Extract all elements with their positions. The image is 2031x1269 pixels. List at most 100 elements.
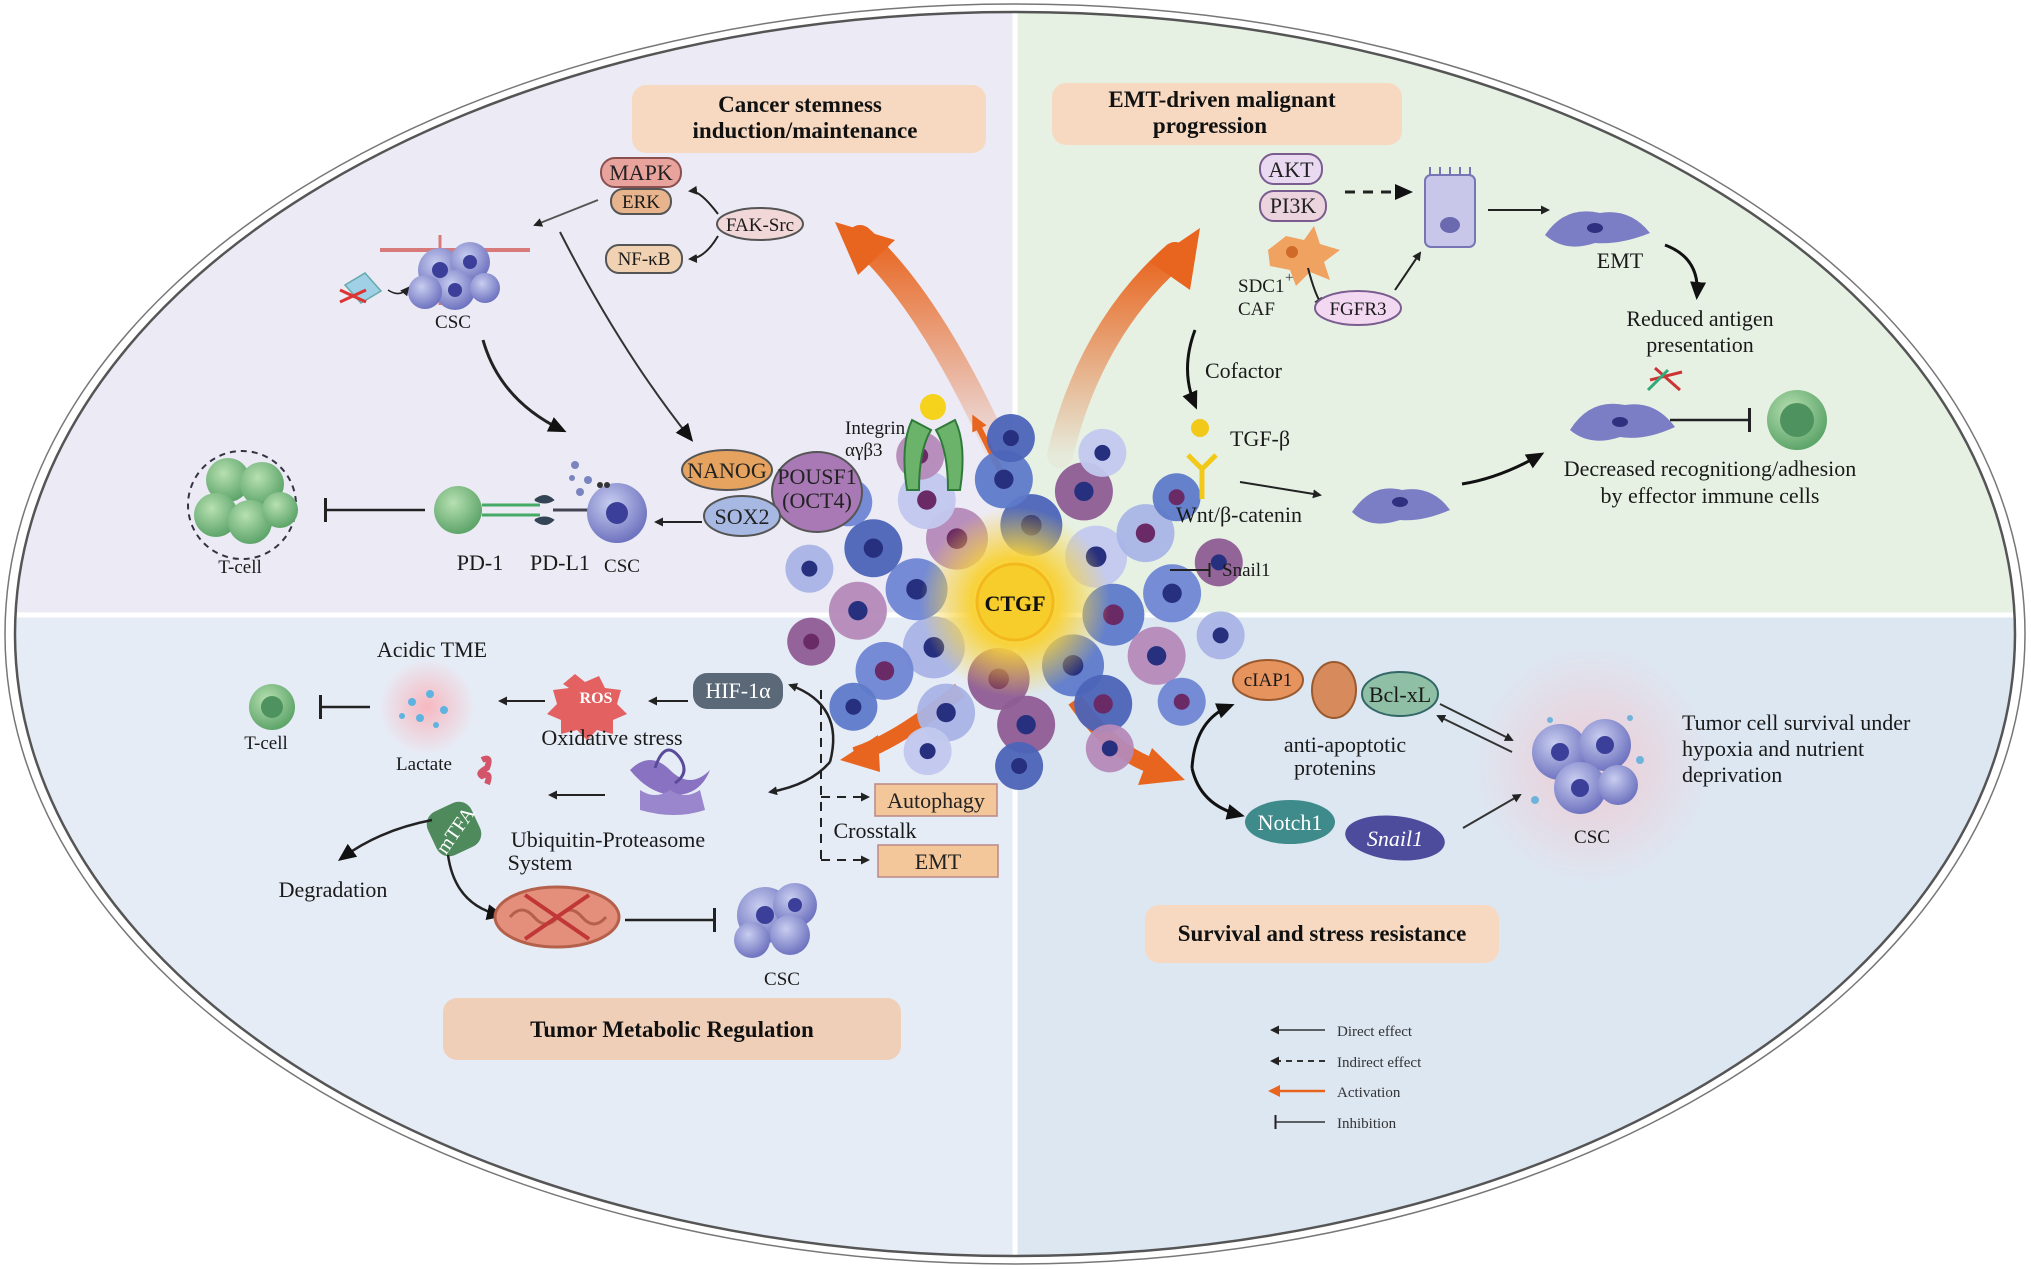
epithelial-cell (1424, 167, 1476, 248)
caf-label: CAF (1238, 299, 1275, 320)
outer-oval (13, 10, 2017, 1258)
title-q4: Survival and stress resistance (1145, 905, 1499, 963)
tcell-q3-label: T-cell (244, 733, 288, 754)
nfkb-pill: NF-κB (605, 244, 683, 274)
svg-text:induction/maintenance: induction/maintenance (693, 118, 918, 143)
tumor-cell-nucleus (1146, 646, 1167, 666)
csc-top-label: CSC (435, 312, 471, 333)
crosstalk-label: Crosstalk (833, 818, 916, 843)
tgfb-label: TGF-β (1230, 426, 1290, 451)
decreased-label-1: Decreased recognitiong/adhesion (1564, 456, 1857, 481)
survival-label-2: hypoxia and nutrient (1682, 736, 1864, 761)
tumor-cell-nucleus (1162, 583, 1182, 603)
sdc1-label: SDC1 (1238, 276, 1284, 297)
survival-label-3: deprivation (1682, 762, 1782, 787)
tcell-q3 (249, 684, 295, 730)
svg-text:ROS: ROS (580, 690, 613, 707)
integrin-label-1: Integrin (845, 418, 906, 439)
notch1-pill: Notch1 (1245, 800, 1335, 844)
tumor-cell-nucleus (1135, 523, 1156, 543)
caf-cell (1268, 226, 1340, 286)
svg-text:MAPK: MAPK (609, 160, 673, 185)
sox2-pill: SOX2 (703, 495, 781, 537)
bclxl-pill: Bcl-xL (1361, 671, 1439, 717)
sdc1-sup: + (1285, 270, 1293, 286)
tumor-cell-nucleus (845, 698, 862, 715)
tumor-cell-nucleus (1002, 430, 1019, 447)
csc-top-cluster (339, 235, 530, 310)
ros-burst: ROS (547, 674, 627, 740)
tcell-cluster (187, 450, 298, 560)
anti-apoptotic-label-1: anti-apoptotic (1284, 732, 1406, 757)
svg-text:FGFR3: FGFR3 (1329, 299, 1386, 320)
wnt-label: Wnt/β-catenin (1176, 502, 1302, 527)
svg-text:FAK-Src: FAK-Src (726, 215, 794, 236)
ups-label-1: Ubiquitin-Proteasome (511, 827, 705, 852)
pdl1-label: PD-L1 (530, 550, 590, 575)
tumor-cell-nucleus (803, 633, 820, 650)
tumor-cell-nucleus (801, 560, 818, 577)
svg-text:cIAP1: cIAP1 (1244, 670, 1293, 691)
pousf1-pill: POUSF1 (OCT4) (771, 451, 863, 533)
snail1-q4-pill: Snail1 (1345, 815, 1445, 861)
tcell-single (434, 486, 482, 534)
autophagy-box: Autophagy (874, 783, 998, 817)
tumor-cell-nucleus (1093, 694, 1113, 714)
tumor-cell-nucleus (1101, 740, 1118, 757)
ctgf-label: CTGF (984, 591, 1045, 616)
tcell-label: T-cell (218, 557, 262, 578)
tumor-cell-nucleus (919, 743, 936, 760)
cofactor-label: Cofactor (1205, 358, 1283, 383)
tgfb-ligand (1191, 419, 1209, 437)
ctgf-core (975, 562, 1055, 642)
svg-text:Notch1: Notch1 (1258, 810, 1323, 835)
tumor-cell-nucleus (1011, 757, 1028, 774)
tumor-cell-nucleus (848, 601, 868, 621)
fak-src-pill: FAK-Src (716, 207, 804, 241)
nanog-pill: NANOG (681, 449, 773, 491)
svg-text:Tumor Metabolic Regulation: Tumor Metabolic Regulation (530, 1017, 814, 1042)
svg-text:Bcl-xL: Bcl-xL (1369, 682, 1431, 707)
snail1-q2-label: Snail1 (1222, 560, 1271, 581)
pd1-label: PD-1 (457, 550, 503, 575)
legend-direct-label: Direct effect (1337, 1024, 1413, 1040)
svg-text:Autophagy: Autophagy (887, 788, 985, 813)
q3-content: Acidic TME T-cell Lactate ROS Oxidative … (244, 637, 999, 990)
title-q3: Tumor Metabolic Regulation (443, 998, 901, 1060)
svg-text:NANOG: NANOG (687, 458, 767, 483)
survival-label-1: Tumor cell survival under (1682, 710, 1911, 735)
svg-text:(OCT4): (OCT4) (782, 488, 852, 513)
immune-evading-cell (1570, 366, 1683, 441)
tumor-cell-nucleus (863, 538, 884, 558)
akt-pill: AKT (1259, 153, 1323, 185)
csc-q4-label: CSC (1574, 827, 1610, 848)
oxidative-label: Oxidative stress (541, 725, 682, 750)
tumor-cell-nucleus (1210, 554, 1227, 571)
legend-activation-label: Activation (1337, 1085, 1401, 1101)
svg-text:Survival and stress resistance: Survival and stress resistance (1178, 921, 1467, 946)
csc-q4-cluster (1531, 715, 1644, 814)
svg-text:AKT: AKT (1268, 157, 1314, 182)
csc-q3-cluster (734, 883, 817, 958)
svg-text:Cancer stemness: Cancer stemness (718, 92, 882, 117)
svg-text:progression: progression (1153, 113, 1267, 138)
tumor-cell-nucleus (874, 661, 895, 681)
ciap1-pill: cIAP1 (1232, 659, 1304, 701)
tumor-cell-nucleus (1016, 715, 1036, 735)
emt-label: EMT (1597, 248, 1644, 273)
erk-pill: ERK (610, 188, 672, 215)
svg-text:NF-κB: NF-κB (618, 249, 671, 270)
svg-text:Snail1: Snail1 (1367, 826, 1423, 851)
integrin-receptor (903, 394, 964, 491)
decreased-label-2: by effector immune cells (1601, 483, 1820, 508)
svg-text:EMT: EMT (915, 849, 962, 874)
reduced-label-1: Reduced antigen (1626, 306, 1773, 331)
svg-text:HIF-1α: HIF-1α (705, 678, 771, 703)
anti-apoptotic-label-2: protenins (1294, 755, 1376, 780)
ups-label-2: System (508, 850, 573, 875)
tumor-cell-nucleus (936, 702, 956, 723)
acidic-glow (379, 659, 475, 755)
mitochondrion-q4 (1311, 661, 1357, 719)
legend-indirect-label: Indirect effect (1337, 1055, 1422, 1071)
